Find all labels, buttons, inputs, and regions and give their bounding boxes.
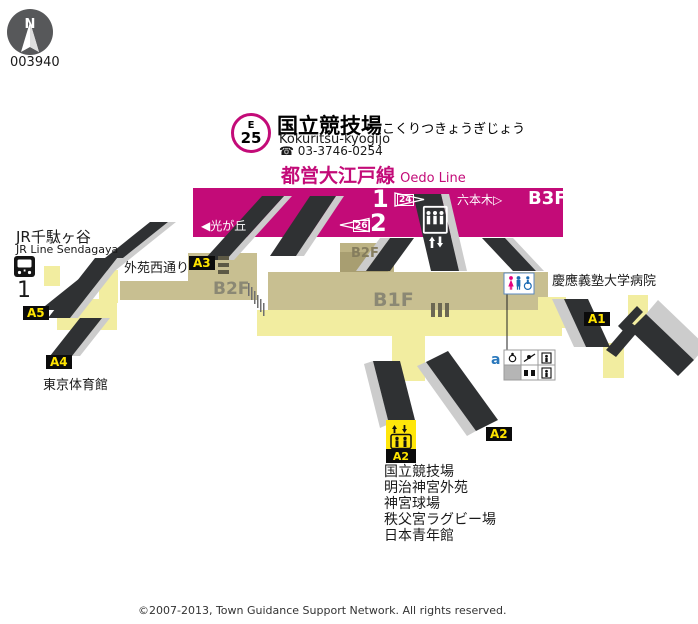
destination-list: 国立競技場 明治神宮外苑 神宮球場 秩父宮ラグビー場 日本青年館: [384, 464, 496, 544]
wheelchair-icon: [508, 352, 517, 363]
list-item: 国立競技場: [384, 464, 454, 480]
station-name-romaji: Kokuritsu-kyogijo: [279, 132, 391, 147]
station-title: 国立競技場こくりつきょうぎじょう: [277, 110, 525, 140]
car-marker-26: 26: [353, 220, 370, 232]
map-number: 003940: [10, 55, 60, 70]
elevator-person-icon: [541, 352, 552, 364]
floor-label-b3f: B3F: [528, 188, 567, 209]
fare-gates-west: [218, 256, 229, 274]
track-number-1: 1: [372, 185, 389, 213]
jr-line-label: JR千駄ヶ谷: [16, 228, 91, 246]
exit-badge-a2: A2: [486, 427, 512, 441]
list-item: 日本青年館: [384, 528, 454, 544]
restroom-icon: [503, 272, 535, 295]
person-elevator-icon: [541, 367, 552, 379]
elevator-icon: [422, 205, 448, 248]
track-number-2: 2: [370, 209, 387, 237]
fare-gates-main: [431, 303, 449, 317]
line-name-en: Oedo Line: [400, 171, 466, 186]
accessibility-legend: [503, 349, 556, 381]
exit-badge-a5: A5: [23, 306, 49, 320]
label-keio-hospital: 慶應義塾大学病院: [552, 274, 657, 289]
floor-label-b2f-west: B2F: [213, 279, 250, 299]
train-icon: [14, 256, 35, 277]
legend-marker: a: [491, 352, 501, 368]
list-item: 神宮球場: [384, 496, 440, 512]
floor-label-b1f: B1F: [373, 289, 414, 311]
station-number: 25: [240, 128, 262, 147]
compass-north-label: N: [24, 17, 36, 32]
station-number-badge: E 25: [231, 113, 271, 153]
exit-badge-a2-elevator: A2: [392, 450, 410, 463]
list-item: 明治神宮外苑: [384, 480, 468, 496]
jr-line-label-en: JR Line Sendagaya: [16, 243, 119, 256]
exit-badge-a1: A1: [584, 312, 610, 326]
line-symbol: E: [247, 119, 255, 131]
gate-icon: [524, 370, 535, 376]
label-tokyo-gymnasium: 東京体育館: [43, 378, 109, 393]
exit-badge-a4: A4: [46, 355, 72, 369]
exit-badge-a3: A3: [189, 256, 215, 270]
exit-elevator-box: [386, 420, 416, 463]
stair-lift-icon: [523, 353, 536, 363]
compass-icon: [7, 9, 53, 55]
stair-treads: [248, 283, 265, 316]
line-name: 都営大江戸線: [281, 165, 396, 187]
floor-label-b2f-center: B2F: [351, 246, 379, 261]
stairs-bands: [40, 194, 698, 436]
station-name-kanji: 国立競技場: [277, 114, 382, 138]
jr-platform-number: 1: [17, 278, 31, 303]
arrow-left-icon: ◀: [201, 219, 211, 233]
station-phone: ☎ 03-3746-0254: [279, 144, 383, 158]
concourse-areas: [120, 243, 548, 313]
copyright-notice: ©2007-2013, Town Guidance Support Networ…: [138, 604, 507, 617]
direction-hikarigaoka: ◀光が丘: [201, 219, 247, 233]
corridors: [44, 266, 648, 381]
car-marker-24: 24: [397, 194, 414, 206]
line-title: 都営大江戸線 Oedo Line: [281, 161, 466, 188]
list-item: 秩父宮ラグビー場: [384, 512, 496, 528]
label-gaien-nishi-dori: 外苑西通り: [124, 261, 190, 276]
station-name-kana: こくりつきょうぎじょう: [382, 122, 526, 137]
direction-roppongi: 六本木▷: [457, 193, 503, 207]
arrow-right-icon: ▷: [493, 193, 503, 207]
